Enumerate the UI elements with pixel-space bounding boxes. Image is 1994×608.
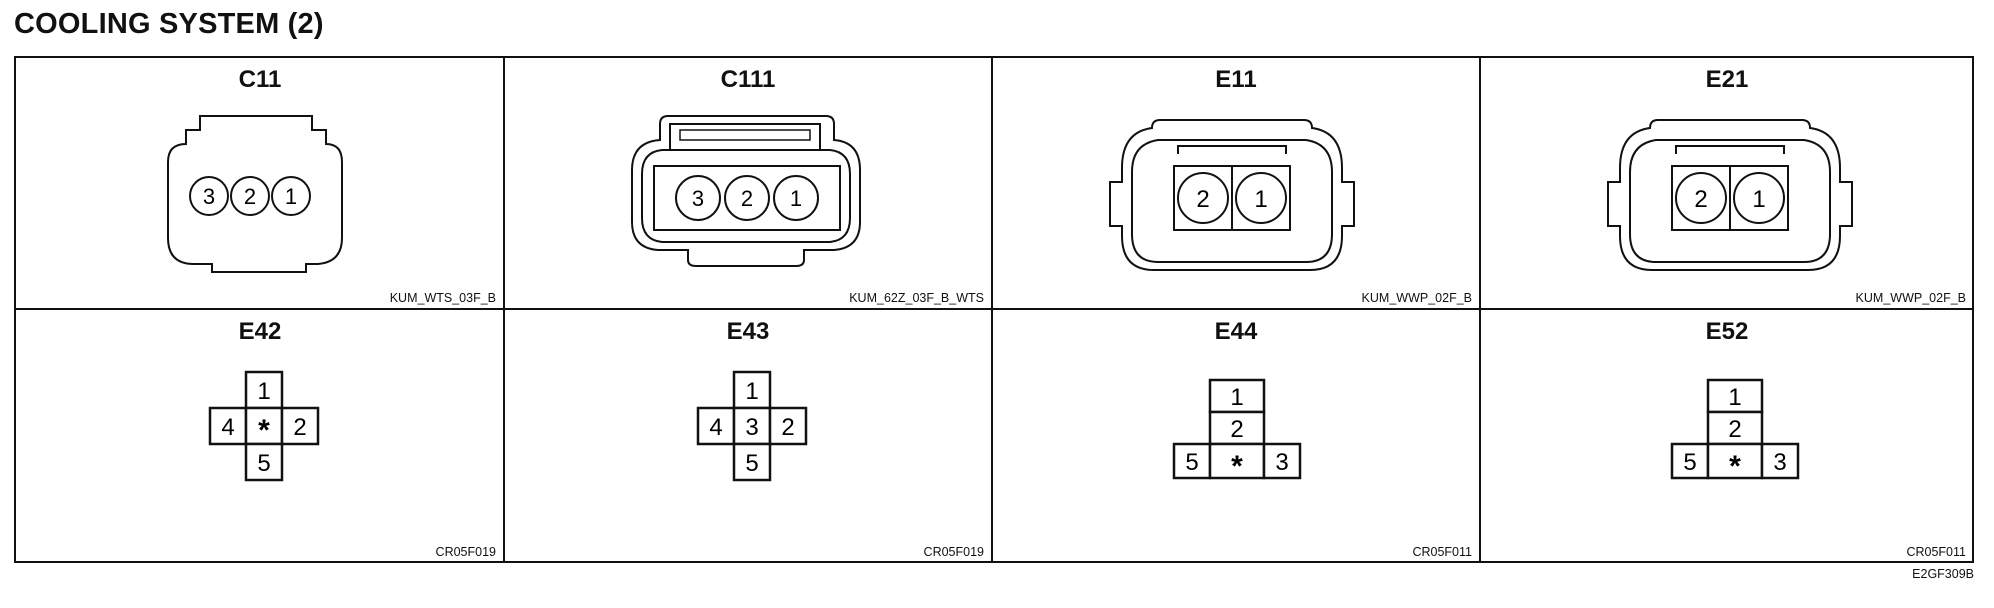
connector-key xyxy=(1177,145,1287,154)
svg-text:2: 2 xyxy=(1196,186,1209,213)
pin-1: 1 xyxy=(1230,384,1243,411)
pin-2: 2 xyxy=(781,414,794,441)
connector-e42: E42 1 4 * 2 5 CR05F019 xyxy=(16,310,504,563)
connector-e52-drawing: 1 2 5 * 3 xyxy=(1670,378,1800,483)
connector-code: CR05F019 xyxy=(923,545,984,559)
connector-code: KUM_WTS_03F_B xyxy=(389,291,496,305)
pin-5: 5 xyxy=(745,450,758,477)
pin-2: 2 xyxy=(1728,416,1741,443)
svg-text:2: 2 xyxy=(244,184,256,209)
pin-1: 1 xyxy=(1235,172,1287,224)
figure-code: E2GF309B xyxy=(1912,567,1974,581)
svg-text:1: 1 xyxy=(1254,186,1267,213)
connector-label: E52 xyxy=(1705,318,1749,345)
pin-2: 2 xyxy=(293,414,306,441)
connector-code: KUM_WWP_02F_B xyxy=(1361,291,1472,305)
pin-cavity-frame xyxy=(653,165,841,231)
svg-text:2: 2 xyxy=(1694,186,1707,213)
connector-outer-housing xyxy=(631,115,861,267)
pin-1: 1 xyxy=(773,175,819,221)
connector-code: CR05F011 xyxy=(1906,545,1966,559)
connector-c111: C111 3 2 1 KUM_62Z_03F_B_WTS xyxy=(504,58,992,309)
pin-1: 1 xyxy=(271,176,311,216)
connector-code: KUM_WWP_02F_B xyxy=(1855,291,1966,305)
connector-outer-housing xyxy=(1109,119,1355,271)
connector-label: E21 xyxy=(1705,66,1749,93)
svg-text:1: 1 xyxy=(285,184,297,209)
connector-c111-drawing: 3 2 1 xyxy=(631,115,861,267)
pin-3: 3 xyxy=(189,176,229,216)
connector-e44: E44 1 2 5 * 3 CR05F011 xyxy=(992,310,1480,563)
pin-2: 2 xyxy=(724,175,770,221)
pin-1: 1 xyxy=(1728,384,1741,411)
pin-1: 1 xyxy=(745,378,758,405)
connector-code: CR05F011 xyxy=(1412,545,1472,559)
svg-text:3: 3 xyxy=(203,184,215,209)
pin-2: 2 xyxy=(1230,416,1243,443)
pin-2: 2 xyxy=(1675,172,1727,224)
pin-3: 3 xyxy=(1773,449,1786,476)
connector-e42-drawing: 1 4 * 2 5 xyxy=(208,370,320,482)
connector-code: CR05F019 xyxy=(435,545,496,559)
connector-code: KUM_62Z_03F_B_WTS xyxy=(849,291,984,305)
connector-e11: E11 2 1 KUM_WWP_02F_B xyxy=(992,58,1480,309)
connector-inner-housing xyxy=(1131,139,1333,263)
svg-text:1: 1 xyxy=(1752,186,1765,213)
connector-label: C111 xyxy=(720,66,776,93)
svg-text:1: 1 xyxy=(790,186,802,211)
connector-e52: E52 1 2 5 * 3 CR05F011 xyxy=(1480,310,1974,563)
svg-text:2: 2 xyxy=(741,186,753,211)
connector-e21: E21 2 1 KUM_WWP_02F_B xyxy=(1480,58,1974,309)
connector-housing xyxy=(167,115,343,273)
pin-3: 3 xyxy=(745,414,758,441)
connector-c11: C11 3 2 1 KUM_WTS_03F_B xyxy=(16,58,504,309)
connector-e11-drawing: 2 1 xyxy=(1109,119,1355,271)
connector-grid: C11 3 2 1 KUM_WTS_03F_B C111 3 2 1 KUM_6… xyxy=(14,56,1974,563)
pin-4: 4 xyxy=(709,414,722,441)
pin-blank: * xyxy=(258,414,270,447)
pin-5: 5 xyxy=(257,450,270,477)
pin-5: 5 xyxy=(1683,449,1696,476)
pin-blank: * xyxy=(1729,450,1741,483)
connector-latch-detail xyxy=(679,129,811,141)
connector-e21-drawing: 2 1 xyxy=(1607,119,1853,271)
pin-blank: * xyxy=(1231,450,1243,483)
pin-3: 3 xyxy=(1275,449,1288,476)
connector-inner-housing xyxy=(641,149,851,243)
connector-c11-drawing: 3 2 1 xyxy=(167,115,343,273)
connector-label: E11 xyxy=(1215,66,1257,93)
pin-4: 4 xyxy=(221,414,234,441)
connector-label: E44 xyxy=(1214,318,1258,345)
svg-text:3: 3 xyxy=(692,186,704,211)
pin-1: 1 xyxy=(1733,172,1785,224)
page-title: COOLING SYSTEM (2) xyxy=(14,8,324,40)
connector-label: C11 xyxy=(238,66,282,93)
connector-outer-housing xyxy=(1607,119,1853,271)
connector-e43-drawing: 1 4 3 2 5 xyxy=(696,370,808,482)
grid-divider xyxy=(16,308,1972,310)
connector-key xyxy=(1675,145,1785,154)
connector-e44-drawing: 1 2 5 * 3 xyxy=(1172,378,1302,483)
pin-2: 2 xyxy=(230,176,270,216)
pin-3: 3 xyxy=(675,175,721,221)
pin-1: 1 xyxy=(257,378,270,405)
connector-label: E43 xyxy=(726,318,770,345)
connector-e43: E43 1 4 3 2 5 CR05F019 xyxy=(504,310,992,563)
connector-latch xyxy=(669,123,821,151)
connector-label: E42 xyxy=(238,318,282,345)
connector-inner-housing xyxy=(1629,139,1831,263)
pin-5: 5 xyxy=(1185,449,1198,476)
pin-2: 2 xyxy=(1177,172,1229,224)
